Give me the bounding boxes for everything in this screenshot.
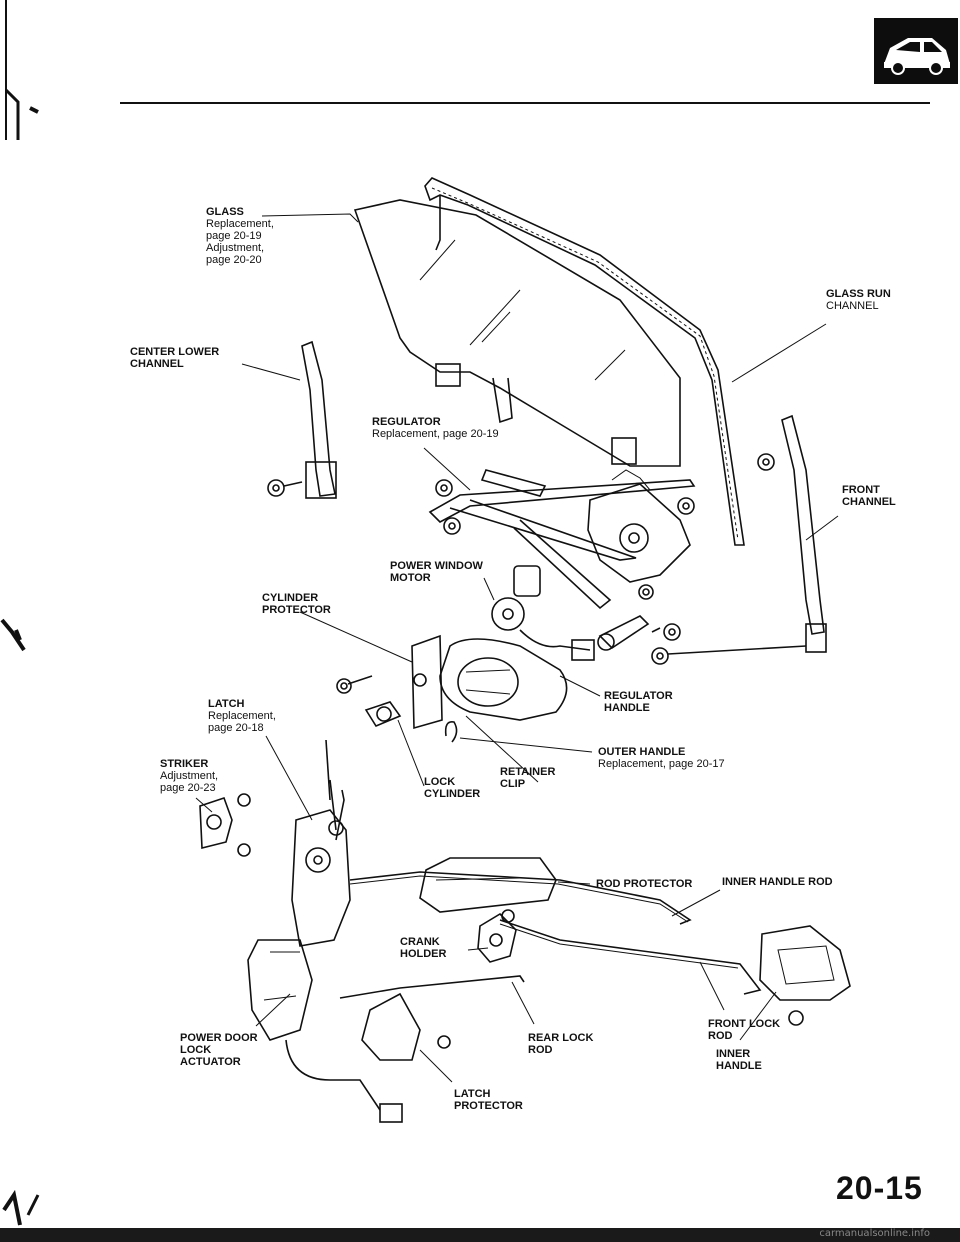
callout-glass-run-channel: GLASS RUN CHANNEL [826,288,891,312]
power-door-lock-actuator [247,939,403,1123]
door-glass [353,199,681,467]
callout-lock-cylinder: LOCK CYLINDER [424,776,481,800]
inner-handle [759,925,851,1026]
rod-protector [419,857,557,923]
callout-inner-handle-rod: INNER HANDLE ROD [722,876,833,888]
callout-front-lock-rod: FRONT LOCK ROD [708,1018,781,1042]
callout-cylinder-protector: CYLINDER PROTECTOR [262,592,331,616]
door-latch [291,739,351,947]
retainer-clip [444,720,458,743]
footer-bar: carmanualsonline.info [0,1228,960,1242]
callout-center-lower-channel: CENTER LOWER CHANNEL [130,346,220,370]
lock-cylinder [336,675,402,727]
window-regulator [428,469,696,610]
front-lock-rod [499,919,762,995]
power-window-motor [491,565,595,661]
rear-lock-rod [339,975,525,999]
latch-protector [361,992,451,1061]
crank-holder [477,912,517,963]
watermark: carmanualsonline.info [819,1228,930,1239]
center-lower-channel [267,340,337,499]
callout-retainer-clip: RETAINER CLIP [500,766,556,790]
regulator-handle [597,615,681,651]
inner-handle-rod [349,871,692,925]
callout-latch-protector: LATCH PROTECTOR [454,1088,523,1112]
callout-latch: LATCH Replacement, page 20-18 [208,698,276,734]
outer-handle [439,638,568,721]
callout-regulator-handle: REGULATOR HANDLE [604,690,673,714]
callout-rod-protector: ROD PROTECTOR [596,878,693,890]
callout-outer-handle: OUTER HANDLE Replacement, page 20-17 [598,746,725,770]
callout-rear-lock-rod: REAR LOCK ROD [528,1032,594,1056]
front-channel [651,414,827,665]
callout-power-door-lock-actuator: POWER DOOR LOCK ACTUATOR [180,1032,258,1068]
callout-glass: GLASS Replacement, page 20-19 Adjustment… [206,206,274,266]
callout-striker: STRIKER Adjustment, page 20-23 [160,758,219,794]
car-door-icon [874,18,958,84]
callout-inner-handle: INNER HANDLE [716,1048,762,1072]
glass-run-channel [424,177,745,546]
callout-crank-holder: CRANK HOLDER [400,936,447,960]
page-number: 20-15 [836,1170,923,1206]
striker [199,793,251,857]
callout-front-channel: FRONT CHANNEL [842,484,896,508]
cylinder-protector [411,634,443,730]
callout-power-window-motor: POWER WINDOW MOTOR [390,560,483,584]
callout-regulator: REGULATOR Replacement, page 20-19 [372,416,499,440]
